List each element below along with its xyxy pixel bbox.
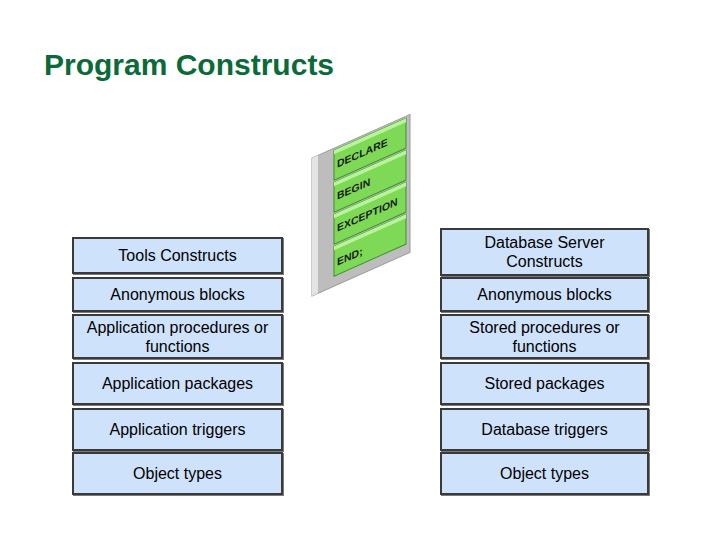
box-text: Tools Constructs xyxy=(118,246,236,265)
construct-box: Object types xyxy=(72,452,283,495)
column-header-box: Tools Constructs xyxy=(72,237,283,274)
box-text: Object types xyxy=(133,464,222,483)
panel-edge xyxy=(312,155,318,296)
slab-group: DECLARE BEGINEXCEPTION END; xyxy=(334,118,406,276)
box-text: Application packages xyxy=(102,374,253,393)
keyword-label: EXCEPTION xyxy=(337,195,398,233)
box-text: Database Server Constructs xyxy=(445,233,644,271)
box-text: Application procedures or functions xyxy=(77,318,278,356)
column-header-box: Database Server Constructs xyxy=(440,228,649,276)
keyword-label: END; xyxy=(337,245,363,268)
construct-box: Application procedures or functions xyxy=(72,314,283,359)
construct-box: Stored procedures or functions xyxy=(440,314,649,359)
block-stack: DECLARE BEGINEXCEPTION END; xyxy=(312,114,410,296)
box-text: Stored procedures or functions xyxy=(445,318,644,356)
construct-box: Database triggers xyxy=(440,408,649,451)
construct-box: Application triggers xyxy=(72,408,283,451)
box-text: Database triggers xyxy=(481,420,607,439)
construct-box: Application packages xyxy=(72,362,283,405)
box-text: Object types xyxy=(500,464,589,483)
construct-box: Object types xyxy=(440,452,649,495)
keyword-label: DECLARE xyxy=(337,136,388,170)
construct-box: Anonymous blocks xyxy=(440,277,649,312)
box-text: Application triggers xyxy=(109,420,245,439)
box-text: Anonymous blocks xyxy=(477,285,611,304)
box-text: Stored packages xyxy=(484,374,604,393)
construct-box: Anonymous blocks xyxy=(72,277,283,312)
construct-box: Stored packages xyxy=(440,362,649,405)
keyword-label: BEGIN xyxy=(337,176,370,202)
box-text: Anonymous blocks xyxy=(110,285,244,304)
back-panel xyxy=(312,114,410,296)
slide-title: Program Constructs xyxy=(44,48,334,82)
